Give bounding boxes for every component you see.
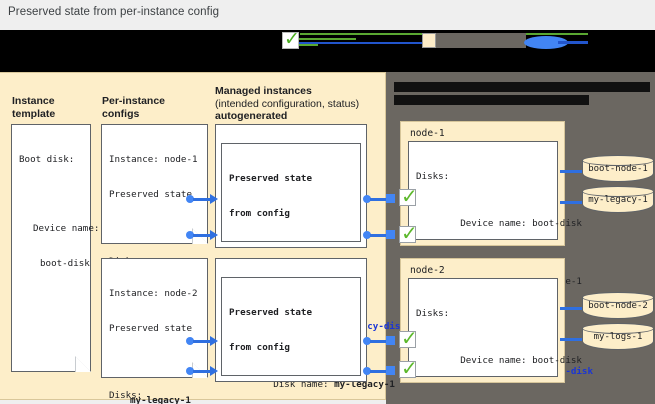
mi2-inner-title-1: Preserved state [229,307,312,319]
n2-disks-label: Disks: [416,308,450,320]
disk-top [582,186,654,197]
managed-instance-inner-node-2: Preserved state from config Disks: Devic… [221,277,361,376]
n2-boot-device-label: Device name: [460,354,533,366]
column-heading-instance-template: Instance template [12,95,56,120]
node-1-details-card[interactable]: Disks: Device name: boot-disk Disk name:… [408,141,593,377]
per-instance-config-card-node-1[interactable]: Instance: node-1 Preserved state Disks: … [101,124,208,404]
connector-dot-pic2-meta [186,367,194,375]
legend-green-line-low [294,44,318,46]
legend-arrow-tail [558,41,588,44]
disk-top [582,323,654,334]
node-1-title: node-1 [410,128,445,139]
pic2-instance: Instance: node-2 [109,288,198,300]
green-check-icon-node-1-disk: ✓ [399,184,418,208]
disk-cylinder-my-logs-1[interactable]: my-logs-1 [582,323,654,351]
n1-disks-label: Disks: [416,171,450,183]
connector-wire-node2-extradisk [560,338,582,341]
connector-wire-mi2-meta [370,369,394,373]
green-check-icon: ✓ [282,28,300,50]
connector-dot-mi1-disk [363,195,371,203]
connector-arrow-pic2-disk [210,336,218,346]
disk-label: my-legacy-1 [588,195,648,205]
legend-redaction-bottom [0,49,655,72]
column-heading-per-instance-configs: Per-instance configs [102,95,166,120]
connector-wire-mi1-disk [370,197,394,201]
disk-top [582,292,654,303]
connector-dot-pic1-disk [186,195,194,203]
legend-config-square-icon [422,33,436,48]
connector-wire-node1-bootdisk [560,170,582,173]
disk-label: my-logs-1 [593,332,643,342]
connector-wire-mi1-meta [370,233,394,237]
connector-arrow-pic2-meta [210,366,218,376]
mi1-disk-value: my-legacy-1 [334,379,395,391]
page-fold-corner-inner [193,229,208,244]
instance-template-card[interactable]: Boot disk: Device name: boot-disk [11,124,100,372]
connector-dot-mi2-disk [363,337,371,345]
disk-label: boot-node-1 [588,164,648,174]
disk-top [582,155,654,166]
node-2-title: node-2 [410,265,445,276]
n1-boot-device-value: boot-disk [532,217,582,229]
disk-cylinder-my-legacy-1[interactable]: my-legacy-1 [582,186,654,214]
connector-wire-pic1-disk [193,197,213,201]
instance-template-device-label: Device name: [33,223,100,235]
page-fold-corner-inner [76,357,91,372]
legend-redaction-right [588,30,655,72]
connector-wire-node2-bootdisk [560,307,582,310]
connector-square-mi1-meta [386,230,395,239]
pic2-disks-label: Disks: [109,389,143,401]
connector-wire-node1-extradisk [560,201,582,204]
connector-wire-pic1-meta [193,233,213,237]
connector-dot-mi2-meta [363,367,371,375]
connector-square-mi1-disk [386,194,395,203]
green-check-icon-node-2-meta: ✓ [399,356,418,380]
mi1-inner-title-1: Preserved state [229,173,312,185]
n2-boot-device-value: boot-disk [532,354,582,366]
connector-dot-pic1-meta [186,231,194,239]
instance-template-device-value: boot-disk [40,257,90,269]
node-2-details-card[interactable]: Disks: Device name: boot-disk Disk name:… [408,278,582,377]
connector-wire-mi2-disk [370,339,394,343]
mi1-device-value: legacy-disk [345,321,406,333]
dark-panel-heading-redaction-2 [394,95,589,105]
instance-template-title: Boot disk: [19,154,75,166]
page-title: Preserved state from per-instance config [8,6,220,18]
connector-arrow-pic1-meta [210,230,218,240]
connector-dot-mi1-meta [363,231,371,239]
green-check-icon-node-1-meta: ✓ [399,221,418,245]
legend-baseline-rule [0,42,655,44]
disk-label: boot-node-2 [588,301,648,311]
disk-cylinder-boot-node-2[interactable]: boot-node-2 [582,292,654,320]
pic1-instance: Instance: node-1 [109,154,198,166]
pic2-preserved: Preserved state [109,322,192,334]
legend-disk-ellipse-icon [524,36,568,49]
connector-wire-pic2-disk [193,339,213,343]
connector-arrow-pic1-disk [210,194,218,204]
pic1-disk-value: my-legacy-1 [130,395,191,404]
n1-boot-device-label: Device name: [460,217,533,229]
column-heading-managed-instances: Managed instances (intended configuratio… [215,85,360,122]
mi2-inner-title-2: from config [229,341,290,353]
legend-gray-bar [436,33,526,48]
connector-wire-pic2-meta [193,369,213,373]
connector-square-mi2-disk [386,336,395,345]
pic1-preserved: Preserved state [109,188,192,200]
mi1-inner-title-2: from config [229,207,290,219]
managed-instance-inner-node-1: Preserved state from config Disks: Devic… [221,143,406,390]
green-check-icon-node-2-disk: ✓ [399,326,418,350]
disk-cylinder-boot-node-1[interactable]: boot-node-1 [582,155,654,183]
legend-band: ✓ [0,30,655,72]
dark-panel-heading-redaction-1 [394,82,650,92]
connector-square-mi2-meta [386,366,395,375]
per-instance-config-card-node-2[interactable]: Instance: node-2 Preserved state Disks: … [101,258,208,401]
connector-dot-pic2-disk [186,337,194,345]
legend-green-line-mid [296,38,356,40]
mi1-disk-label: Disk name: [273,379,335,391]
